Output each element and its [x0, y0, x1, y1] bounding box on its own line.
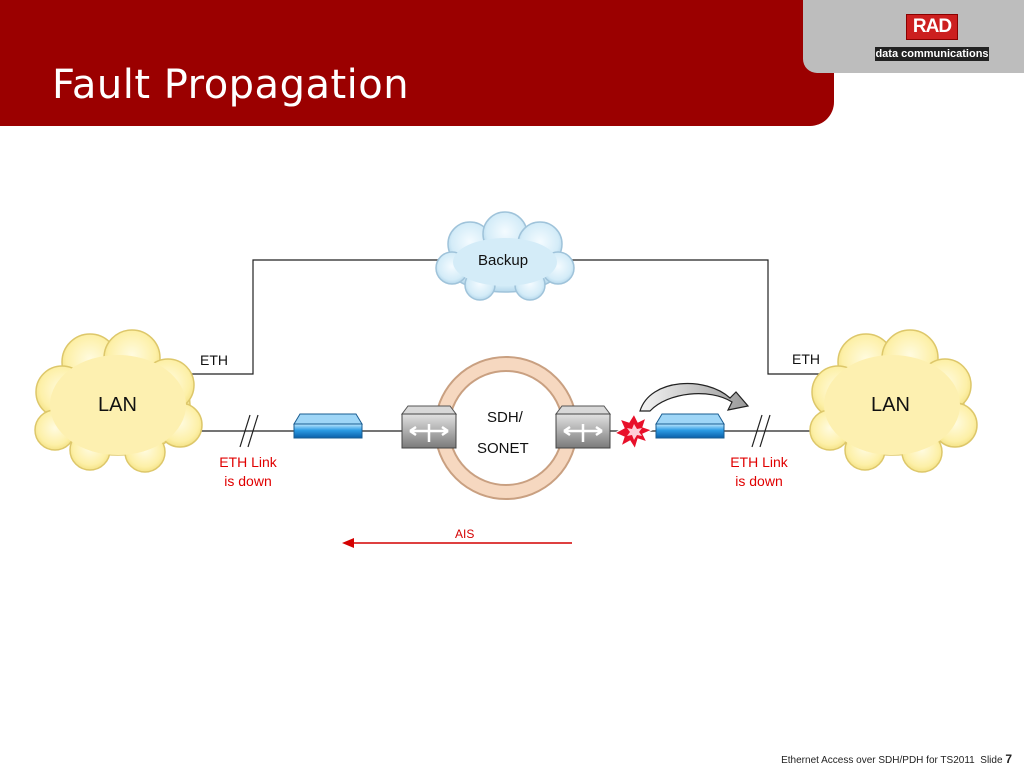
link-break-right	[751, 414, 771, 448]
reroute-arrow-icon	[639, 382, 750, 412]
backup-label: Backup	[478, 252, 529, 269]
eth-device-left	[293, 413, 363, 439]
lan-right-label: LAN	[871, 394, 910, 416]
backup-link-right	[570, 259, 832, 375]
slide-footer: Ethernet Access over SDH/PDH for TS2011 …	[781, 752, 1012, 766]
lan-left-label: LAN	[98, 394, 137, 416]
title-bar	[0, 0, 834, 126]
link-break-left	[239, 414, 259, 448]
footer-text: Ethernet Access over SDH/PDH for TS2011	[781, 755, 975, 766]
sdh-mux-right	[555, 405, 611, 449]
ring-label-line2: SONET	[477, 440, 529, 457]
backup-link-left	[181, 259, 440, 375]
eth-left-label: ETH	[200, 352, 228, 368]
eth-device-right	[655, 413, 725, 439]
sdh-mux-left	[401, 405, 457, 449]
eth-link-down-left: ETH Link is down	[219, 454, 277, 489]
eth-right-label: ETH	[792, 351, 820, 367]
slide-number: 7	[1005, 752, 1012, 766]
rad-logo: RAD	[906, 14, 958, 40]
eth-link-down-right: ETH Link is down	[730, 454, 788, 489]
ring-label-line1: SDH/	[487, 409, 523, 426]
slide-title: Fault Propagation	[52, 62, 410, 108]
ais-label: AIS	[455, 527, 475, 541]
footer-slide-word: Slide	[980, 755, 1003, 766]
logo-subtitle: data communications	[875, 47, 989, 61]
ais-arrowhead-icon	[342, 538, 354, 548]
